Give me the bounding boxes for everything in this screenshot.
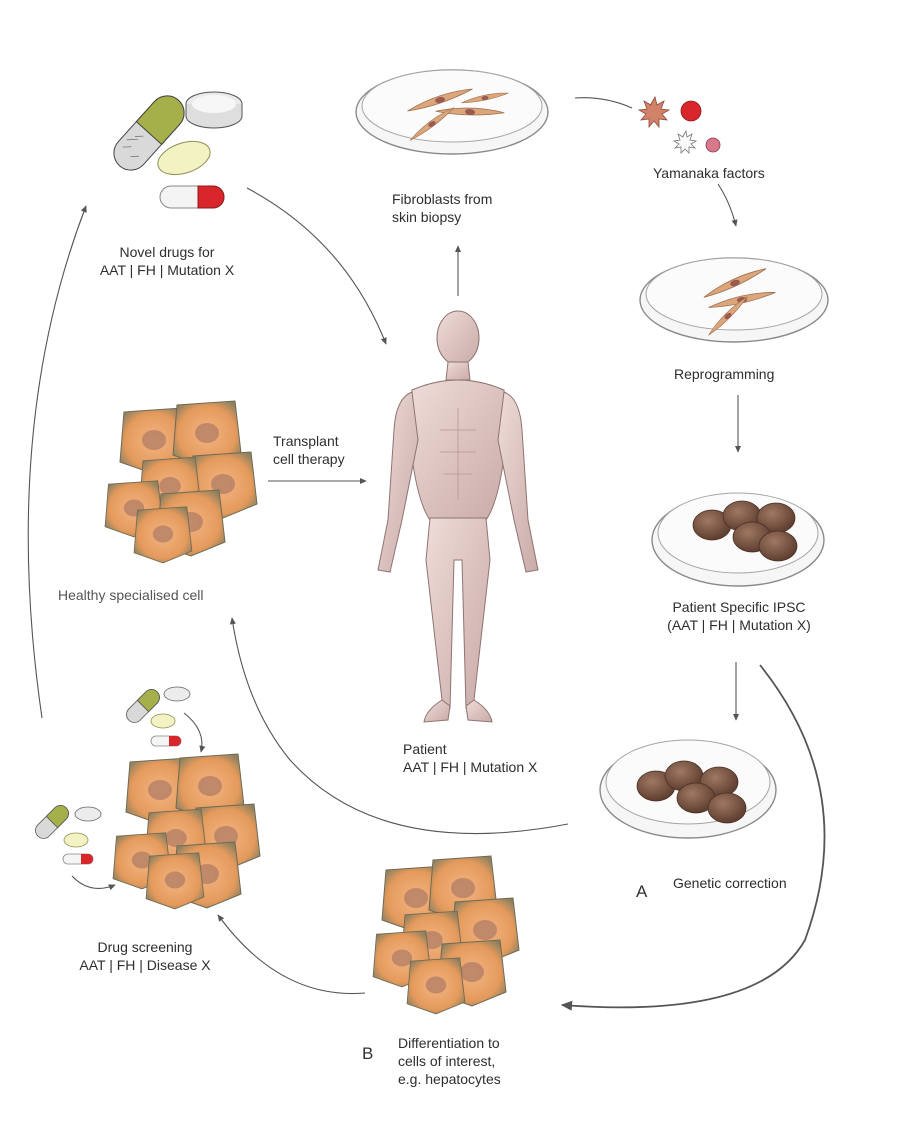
arrows (27, 97, 826, 1011)
arrow-small-drugs-top (183, 712, 206, 753)
letter-a: A (636, 882, 648, 901)
yamanaka-label: Yamanaka factors (653, 165, 765, 181)
arrow-small-drugs-left (71, 875, 116, 891)
novel-drugs-label: Novel drugs for AAT | FH | Mutation X (82, 243, 252, 279)
differentiation-label-line-3: e.g. hepatocytes (398, 1071, 501, 1087)
correction-dish (599, 739, 777, 839)
fibroblasts-label: Fibroblasts from skin biopsy (392, 190, 492, 226)
healthy-cell-cluster (104, 400, 258, 564)
red-capsule (159, 185, 225, 209)
differentiation-cell-cluster (372, 855, 520, 1015)
patient-label-line-1: Patient (403, 741, 447, 757)
drug-screening-label: Drug screening AAT | FH | Disease X (60, 938, 230, 974)
arrow-correction-to-healthy-cell (229, 617, 569, 835)
healthy-cell-label: Healthy specialised cell (58, 587, 204, 603)
yamanaka-factors-icons (637, 95, 721, 154)
letter-b: B (362, 1044, 374, 1063)
genetic-correction-label: Genetic correction (673, 875, 787, 891)
arrow-yamanaka-to-reprogramming (717, 183, 738, 227)
reprogramming-label: Reprogramming (674, 366, 775, 382)
ipsc-label-line-1: Patient Specific IPSC (672, 599, 806, 615)
novel-drugs-label-line-1: Novel drugs for (119, 244, 215, 260)
small-drugs-left (35, 805, 102, 865)
transplant-label-line-2: cell therapy (273, 451, 345, 467)
novel-drugs-label-line-2: AAT | FH | Mutation X (99, 262, 235, 278)
arrow-drugs-to-patient (246, 187, 387, 345)
fibroblast-dish (355, 69, 549, 155)
novel-drugs-pills (113, 91, 243, 209)
differentiation-label-line-1: Differentiation to (398, 1035, 500, 1051)
ipsc-dish (651, 492, 825, 587)
patient-label-line-2: AAT | FH | Mutation X (403, 759, 538, 775)
drug-screening-label-line-2: AAT | FH | Disease X (79, 957, 211, 973)
differentiation-label: Differentiation to cells of interest, e.… (398, 1034, 501, 1088)
ipsc-label: Patient Specific IPSC (AAT | FH | Mutati… (664, 598, 814, 634)
arrow-screening-to-novel-drugs (27, 205, 87, 719)
arrow-fibroblasts-to-yamanaka (574, 97, 633, 109)
drug-screening-cell-cluster (112, 753, 261, 910)
patient-figure (377, 310, 539, 723)
patient-label: Patient AAT | FH | Mutation X (403, 740, 537, 776)
differentiation-label-line-2: cells of interest, (398, 1053, 496, 1069)
small-drugs-top (126, 686, 191, 747)
arrow-differentiation-to-screening (217, 914, 366, 995)
drug-screening-label-line-1: Drug screening (97, 939, 193, 955)
white-tablet (185, 91, 243, 129)
reprogramming-dish (639, 257, 829, 343)
transplant-label: Transplant cell therapy (273, 432, 345, 468)
ipsc-label-line-2: (AAT | FH | Mutation X) (667, 617, 811, 633)
arrow-ipsc-to-differentiation (560, 664, 826, 1011)
transplant-label-line-1: Transplant (273, 433, 339, 449)
fibroblasts-label-line-1: Fibroblasts from (392, 191, 493, 207)
fibroblasts-label-line-2: skin biopsy (392, 209, 462, 225)
